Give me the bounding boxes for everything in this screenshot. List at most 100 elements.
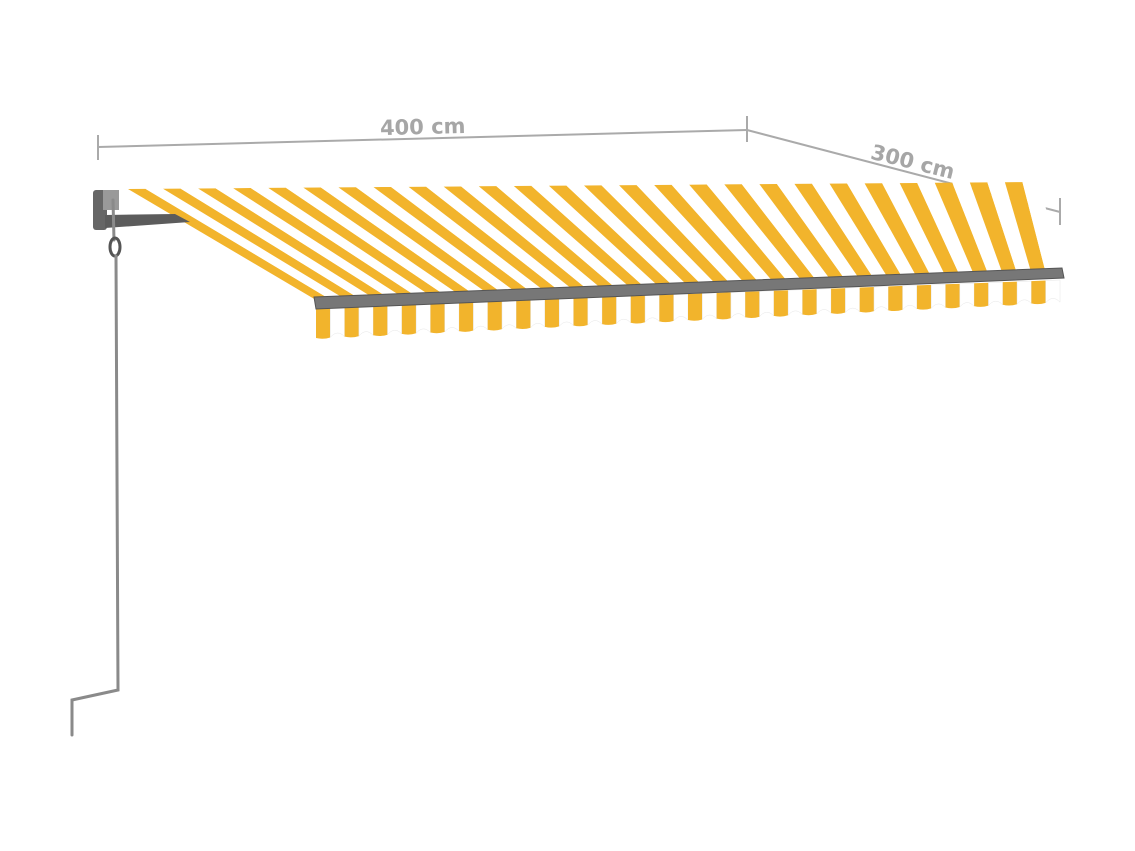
canopy-stripe <box>812 183 889 279</box>
valance-stripe <box>945 283 960 309</box>
canopy-stripe <box>461 186 603 290</box>
canopy-stripe <box>899 182 960 277</box>
valance-stripe <box>916 284 932 310</box>
valance-stripe <box>773 290 789 317</box>
canopy-stripe <box>654 184 760 284</box>
valance-stripe <box>401 304 417 335</box>
valance-stripe <box>358 305 374 337</box>
valance-stripe <box>516 299 531 330</box>
canopy-stripe <box>145 188 345 300</box>
valance-stripe <box>602 296 617 325</box>
canopy-stripe <box>619 185 731 285</box>
valance-stripe <box>816 288 832 315</box>
canopy-stripe <box>285 187 460 296</box>
canopy-stripe <box>917 182 975 276</box>
valance-stripe <box>702 292 717 320</box>
canopy-stripe <box>268 187 445 296</box>
canopy-stripe <box>303 187 474 295</box>
canopy-stripe <box>759 184 846 281</box>
canopy-stripe <box>847 183 917 278</box>
canopy-stripe <box>882 183 946 277</box>
canopy-stripe <box>531 185 660 288</box>
canopy-stripe <box>373 186 531 293</box>
valance-stripe <box>1045 279 1061 304</box>
valance-stripe <box>759 290 775 318</box>
canopy-stripe <box>548 185 674 288</box>
canopy-stripe <box>601 185 717 286</box>
valance-stripe <box>1002 281 1018 306</box>
valance-stripe <box>902 285 918 311</box>
canopy-stripe <box>566 185 688 287</box>
canopy-stripe <box>636 184 746 285</box>
canopy-stripe <box>513 185 646 289</box>
front-bar <box>313 267 1065 310</box>
valance-stripe <box>959 282 975 308</box>
canopy-stripe <box>163 188 359 299</box>
wall-bracket <box>93 190 190 230</box>
canopy-stripe <box>776 183 860 281</box>
canopy-stripe <box>724 184 817 282</box>
valance-stripe <box>459 302 474 332</box>
valance-stripe <box>644 294 660 323</box>
valance-stripe <box>787 289 803 316</box>
canopy-stripe <box>1004 182 1046 274</box>
valance-stripe <box>630 295 646 324</box>
canopy-stripe <box>356 187 517 293</box>
valance-stripe <box>988 281 1004 307</box>
canopy-stripe <box>689 184 789 283</box>
width-label: 400 cm <box>379 113 466 141</box>
canopy-stripe <box>706 184 803 283</box>
valance-stripe <box>573 297 588 327</box>
valance-stripe <box>387 304 403 336</box>
canopy-stripe <box>584 185 703 286</box>
valance-stripe <box>444 302 460 333</box>
canopy-stripe <box>478 186 617 290</box>
valance-stripe <box>673 293 689 322</box>
canopy-stripe <box>198 188 388 298</box>
canopy-stripe <box>426 186 574 291</box>
canopy-stripe <box>864 183 932 278</box>
valance-stripe <box>974 282 989 307</box>
valance-stripe <box>316 307 331 339</box>
awning-valance <box>316 279 1061 339</box>
valance-stripe <box>688 293 703 321</box>
canopy-stripe <box>215 188 402 298</box>
canopy-stripe <box>741 184 832 282</box>
valance-stripe <box>716 292 731 320</box>
width-dimension-line <box>97 116 748 160</box>
valance-stripe <box>373 305 388 336</box>
canopy-stripe <box>250 187 431 297</box>
canopy-stripe <box>391 186 545 292</box>
valance-stripe <box>501 300 517 330</box>
valance-stripe <box>544 298 560 328</box>
canopy-stripe <box>180 188 374 299</box>
canopy-stripe <box>338 187 502 294</box>
crank-handle[interactable] <box>70 198 122 737</box>
valance-stripe <box>616 295 632 325</box>
canopy-stripe <box>952 182 1003 275</box>
valance-stripe <box>430 303 445 334</box>
valance-stripe <box>730 291 746 319</box>
valance-stripe <box>587 296 603 326</box>
canopy-stripe <box>934 182 989 276</box>
canopy-stripe <box>794 183 874 280</box>
canopy-stripe <box>987 182 1032 274</box>
canopy-stripe <box>443 186 588 291</box>
canopy-stripe <box>829 183 903 279</box>
valance-stripe <box>888 285 903 312</box>
valance-stripe <box>745 291 760 318</box>
valance-stripe <box>473 301 488 332</box>
valance-stripe <box>873 286 889 312</box>
valance-stripe <box>859 287 874 313</box>
valance-stripe <box>930 284 946 309</box>
valance-stripe <box>530 299 546 329</box>
valance-stripe <box>1031 280 1046 305</box>
valance-stripe <box>330 306 345 338</box>
canopy-stripe <box>1022 182 1060 273</box>
valance-stripe <box>558 298 574 327</box>
valance-stripe <box>344 306 359 338</box>
canopy-stripe <box>496 186 631 289</box>
valance-stripe <box>487 301 502 331</box>
canopy-stripe <box>408 186 560 292</box>
